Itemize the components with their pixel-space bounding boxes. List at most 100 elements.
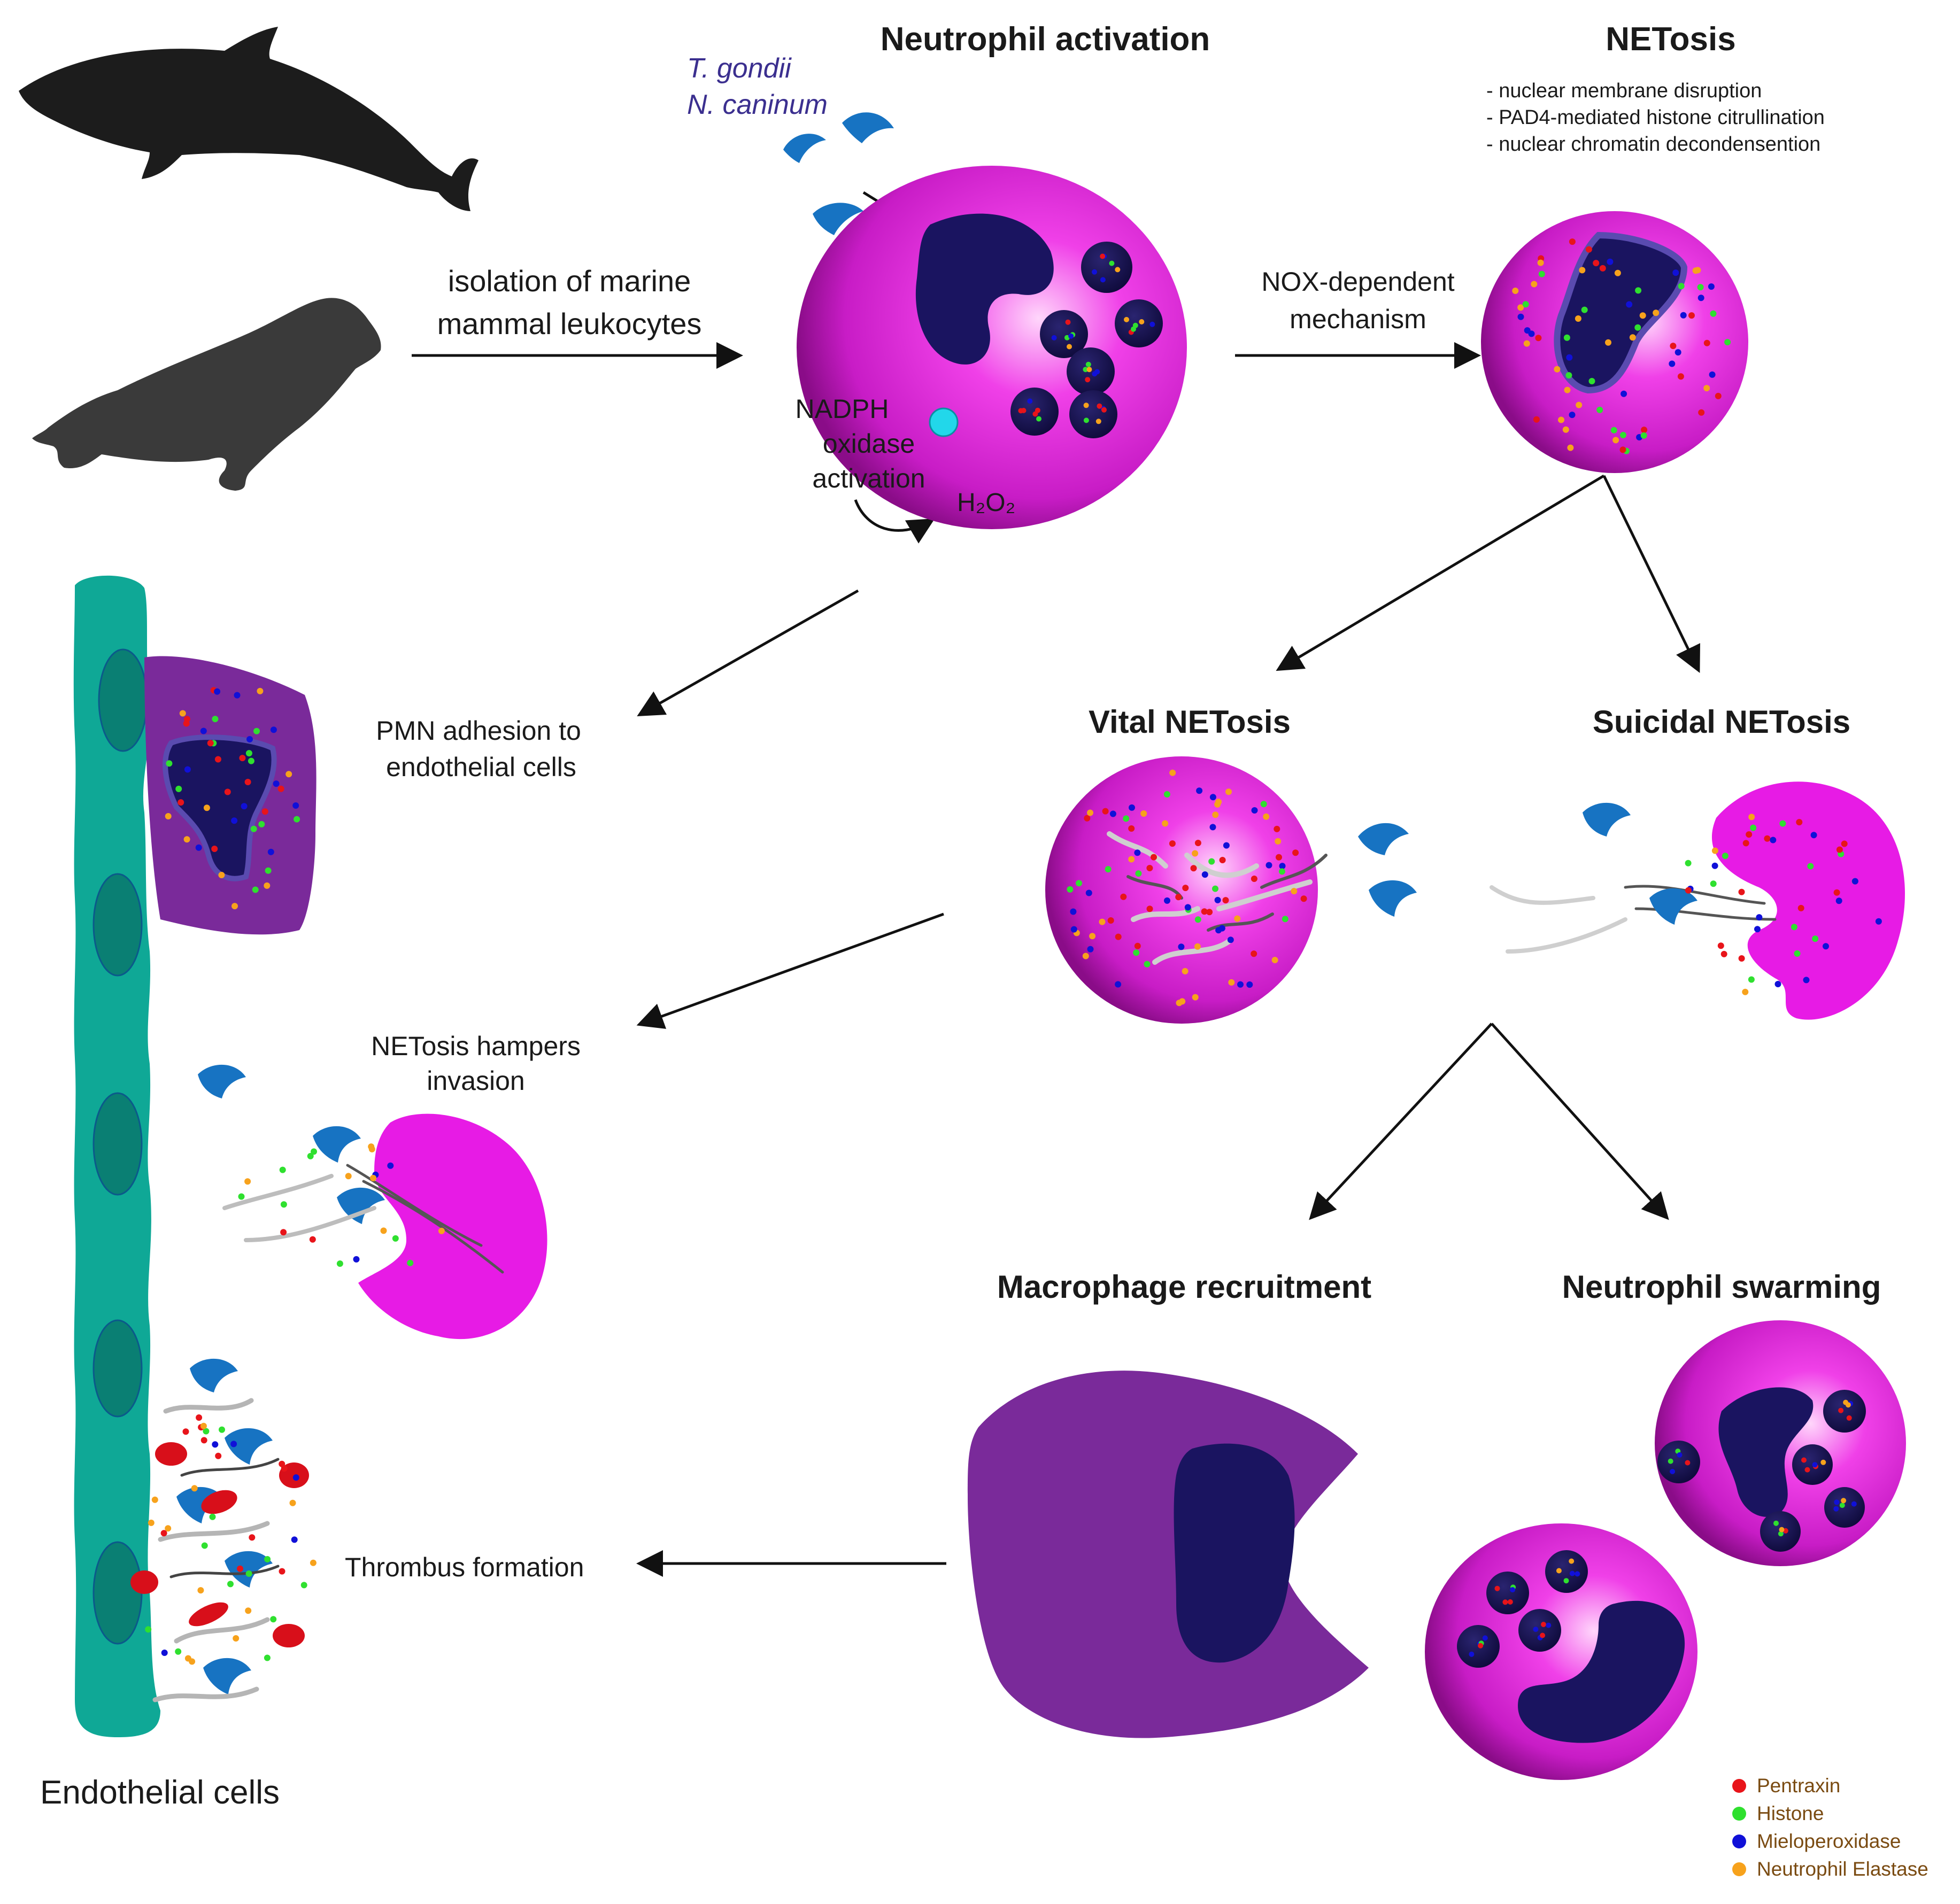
protein-dot	[241, 803, 248, 810]
swarming-neutrophil-lower	[1425, 1523, 1697, 1780]
protein-dot	[1835, 897, 1842, 904]
protein-dot	[1569, 1570, 1575, 1576]
protein-dot	[175, 1648, 182, 1655]
protein-dot	[200, 727, 207, 734]
protein-dot	[1279, 863, 1286, 870]
protein-dot	[1482, 1635, 1488, 1641]
protein-dot	[201, 1542, 208, 1549]
protein-dot	[1194, 916, 1201, 923]
heading-macrophage-recruitment: Macrophage recruitment	[997, 1269, 1372, 1305]
protein-dot	[1502, 1599, 1508, 1605]
protein-dot	[1276, 854, 1282, 861]
protein-dot	[1599, 265, 1606, 272]
protein-dot	[1087, 946, 1094, 953]
protein-dot	[1556, 1568, 1562, 1574]
label-pmn-line2: endothelial cells	[386, 752, 576, 782]
protein-dot	[248, 757, 254, 764]
protein-dot	[1746, 831, 1753, 838]
protein-dot	[1021, 408, 1027, 413]
protein-dot	[1234, 915, 1241, 922]
protein-dot	[224, 788, 231, 795]
protein-dot	[1692, 267, 1699, 274]
protein-dot	[1677, 373, 1684, 380]
protein-dot	[345, 1173, 352, 1180]
protein-dot	[1097, 403, 1102, 409]
protein-dot	[1834, 1499, 1840, 1505]
legend-item-pentraxin: Pentraxin	[1732, 1775, 1840, 1797]
protein-dot	[1754, 926, 1761, 933]
protein-dot	[1212, 885, 1218, 892]
protein-dot	[245, 1607, 252, 1614]
macrophage	[968, 1371, 1369, 1738]
protein-dot	[209, 1513, 216, 1520]
protein-dot	[230, 1441, 237, 1448]
protein-dot	[1134, 942, 1141, 949]
protein-dot	[1605, 339, 1611, 346]
protein-dot	[1672, 269, 1679, 276]
legend-item-elastase: Neutrophil Elastase	[1732, 1858, 1928, 1880]
protein-dot	[1565, 372, 1572, 379]
protein-dot	[1201, 908, 1208, 915]
legend-item-histone: Histone	[1732, 1802, 1824, 1825]
protein-dot	[161, 1650, 168, 1656]
protein-dot	[1260, 801, 1267, 808]
protein-dot	[183, 720, 190, 727]
protein-dot	[1292, 849, 1299, 856]
protein-dot	[407, 1259, 414, 1266]
protein-dot	[1128, 856, 1135, 863]
protein-dot	[1537, 259, 1544, 266]
protein-dot	[1807, 863, 1814, 870]
protein-dot	[257, 687, 264, 694]
protein-dot	[1796, 819, 1803, 826]
protein-dot	[1634, 324, 1641, 331]
protein-dot	[1083, 417, 1089, 423]
heading-neutrophil-activation: Neutrophil activation	[880, 21, 1210, 58]
protein-dot	[1512, 288, 1519, 294]
protein-dot	[1083, 367, 1089, 373]
endothelium	[73, 575, 160, 1737]
protein-dot	[438, 1227, 445, 1234]
protein-dot	[264, 1556, 271, 1562]
protein-dot	[311, 1148, 317, 1155]
protein-dot	[1703, 385, 1710, 392]
protein-dot	[175, 785, 182, 792]
protein-dot	[1748, 814, 1755, 821]
protein-dot	[1841, 1498, 1847, 1504]
protein-dot	[1564, 386, 1571, 393]
protein-dot	[215, 1452, 222, 1459]
protein-dot	[1085, 377, 1091, 383]
protein-dot	[1076, 880, 1082, 887]
protein-dot	[1779, 820, 1786, 827]
protein-dot	[1128, 825, 1135, 832]
protein-dot	[1558, 416, 1564, 423]
protein-dot	[1756, 914, 1763, 921]
protein-dot	[1109, 810, 1116, 817]
label-hampers-line2: invasion	[427, 1066, 525, 1096]
protein-dot	[1640, 432, 1647, 439]
protein-dot	[232, 903, 238, 910]
protein-dot	[1569, 238, 1576, 245]
protein-dot	[1794, 950, 1801, 957]
protein-dot	[1585, 246, 1592, 253]
protein-dot	[1851, 1501, 1857, 1507]
label-n-caninum: N. caninum	[687, 89, 828, 120]
protein-dot	[1251, 950, 1257, 957]
protein-dot	[1510, 1587, 1516, 1593]
protein-dot	[1801, 1457, 1807, 1463]
protein-dot	[273, 780, 280, 787]
protein-dot	[237, 1565, 243, 1572]
protein-dot	[1535, 335, 1542, 342]
protein-dot	[195, 844, 202, 851]
vital-parasites	[1358, 823, 1417, 917]
protein-dot	[1184, 904, 1191, 911]
protein-dot	[1846, 1415, 1852, 1421]
protein-dot	[1833, 889, 1840, 896]
protein-dot	[1563, 334, 1570, 341]
protein-dot	[253, 727, 260, 734]
seal-silhouette	[32, 298, 381, 491]
protein-dot	[1212, 811, 1219, 818]
protein-dot	[244, 779, 251, 785]
protein-dot	[1711, 847, 1718, 854]
protein-dot	[1554, 366, 1561, 373]
protein-dot	[212, 716, 219, 723]
